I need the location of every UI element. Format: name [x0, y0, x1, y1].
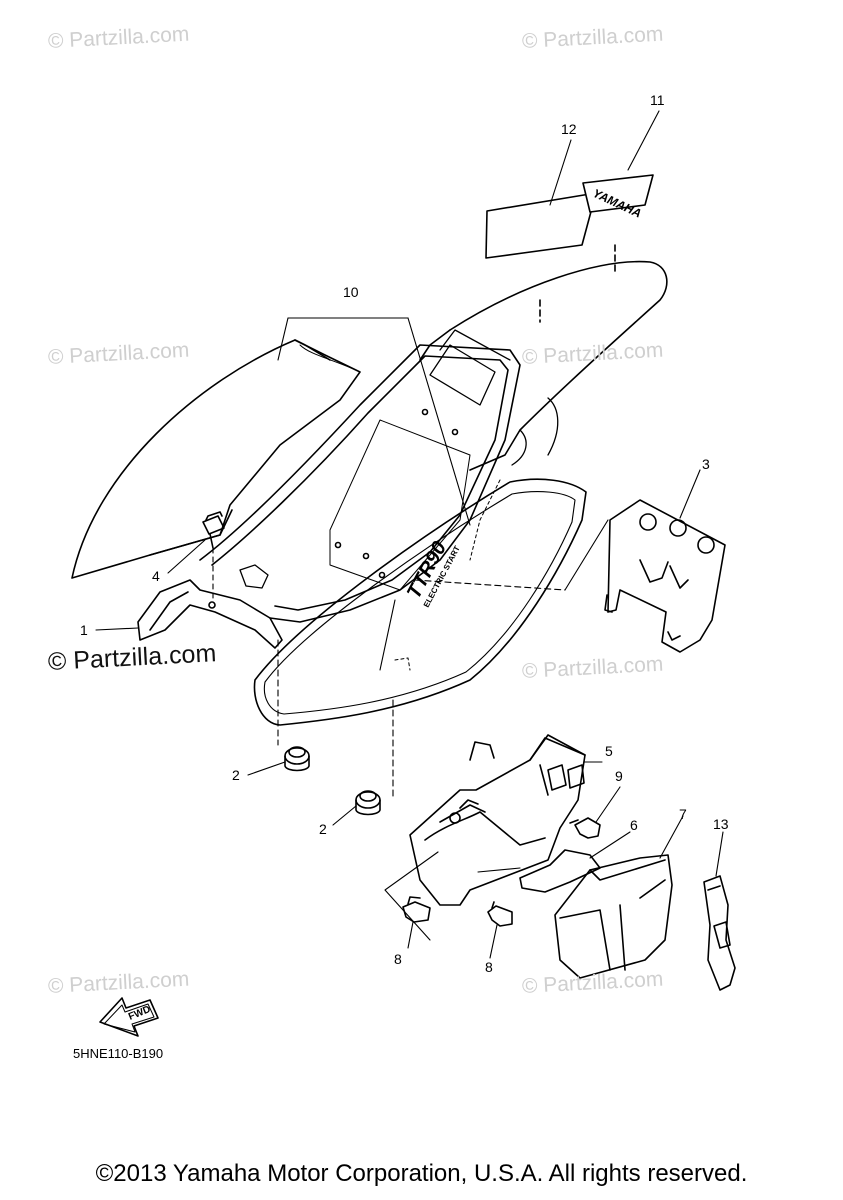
copyright-notice: ©2013 Yamaha Motor Corporation, U.S.A. A…: [95, 1160, 748, 1187]
callout-label: 11: [650, 92, 665, 108]
battery-box-5: [409, 734, 586, 906]
callout-label: 3: [702, 456, 710, 472]
bracket-6: [519, 849, 601, 893]
callout-label: 1: [80, 622, 88, 638]
bolt-9: [569, 817, 601, 839]
callout-label: 6: [630, 817, 638, 833]
bracket-1: [137, 579, 283, 649]
grommet-2a: [284, 746, 310, 772]
callout-label: 13: [713, 816, 729, 832]
label-12: [485, 192, 597, 259]
diagram-code: 5HNE110-B190: [73, 1046, 164, 1061]
callout-label: 7: [679, 806, 687, 822]
fwd-arrow: FWD: [99, 997, 159, 1037]
rear-fender: [419, 244, 668, 471]
box-7: [554, 854, 673, 979]
callout-label: 9: [615, 768, 623, 784]
callout-label: 2: [319, 821, 327, 837]
bolt-4: [202, 511, 225, 603]
bolt-8b: [487, 901, 513, 927]
callout-label: 5: [605, 743, 613, 759]
callout-label: 12: [561, 121, 577, 137]
callout-label: 10: [343, 284, 359, 300]
decal-11: YAMAHA: [582, 174, 654, 221]
seat: [71, 339, 361, 579]
bolt-8a: [402, 896, 431, 923]
grommet-2b: [355, 790, 381, 816]
callout-label: 8: [485, 959, 493, 975]
callout-leaders: [95, 110, 724, 959]
bracket-3: [604, 499, 726, 653]
callout-label: 2: [232, 767, 240, 783]
callout-label: 4: [152, 568, 160, 584]
leader-lines: [277, 519, 609, 941]
seat-base-frame: [199, 329, 521, 623]
clip-13: [703, 875, 736, 991]
callout-label: 8: [394, 951, 402, 967]
side-cover: TTR90 ELECTRIC START: [253, 478, 587, 726]
